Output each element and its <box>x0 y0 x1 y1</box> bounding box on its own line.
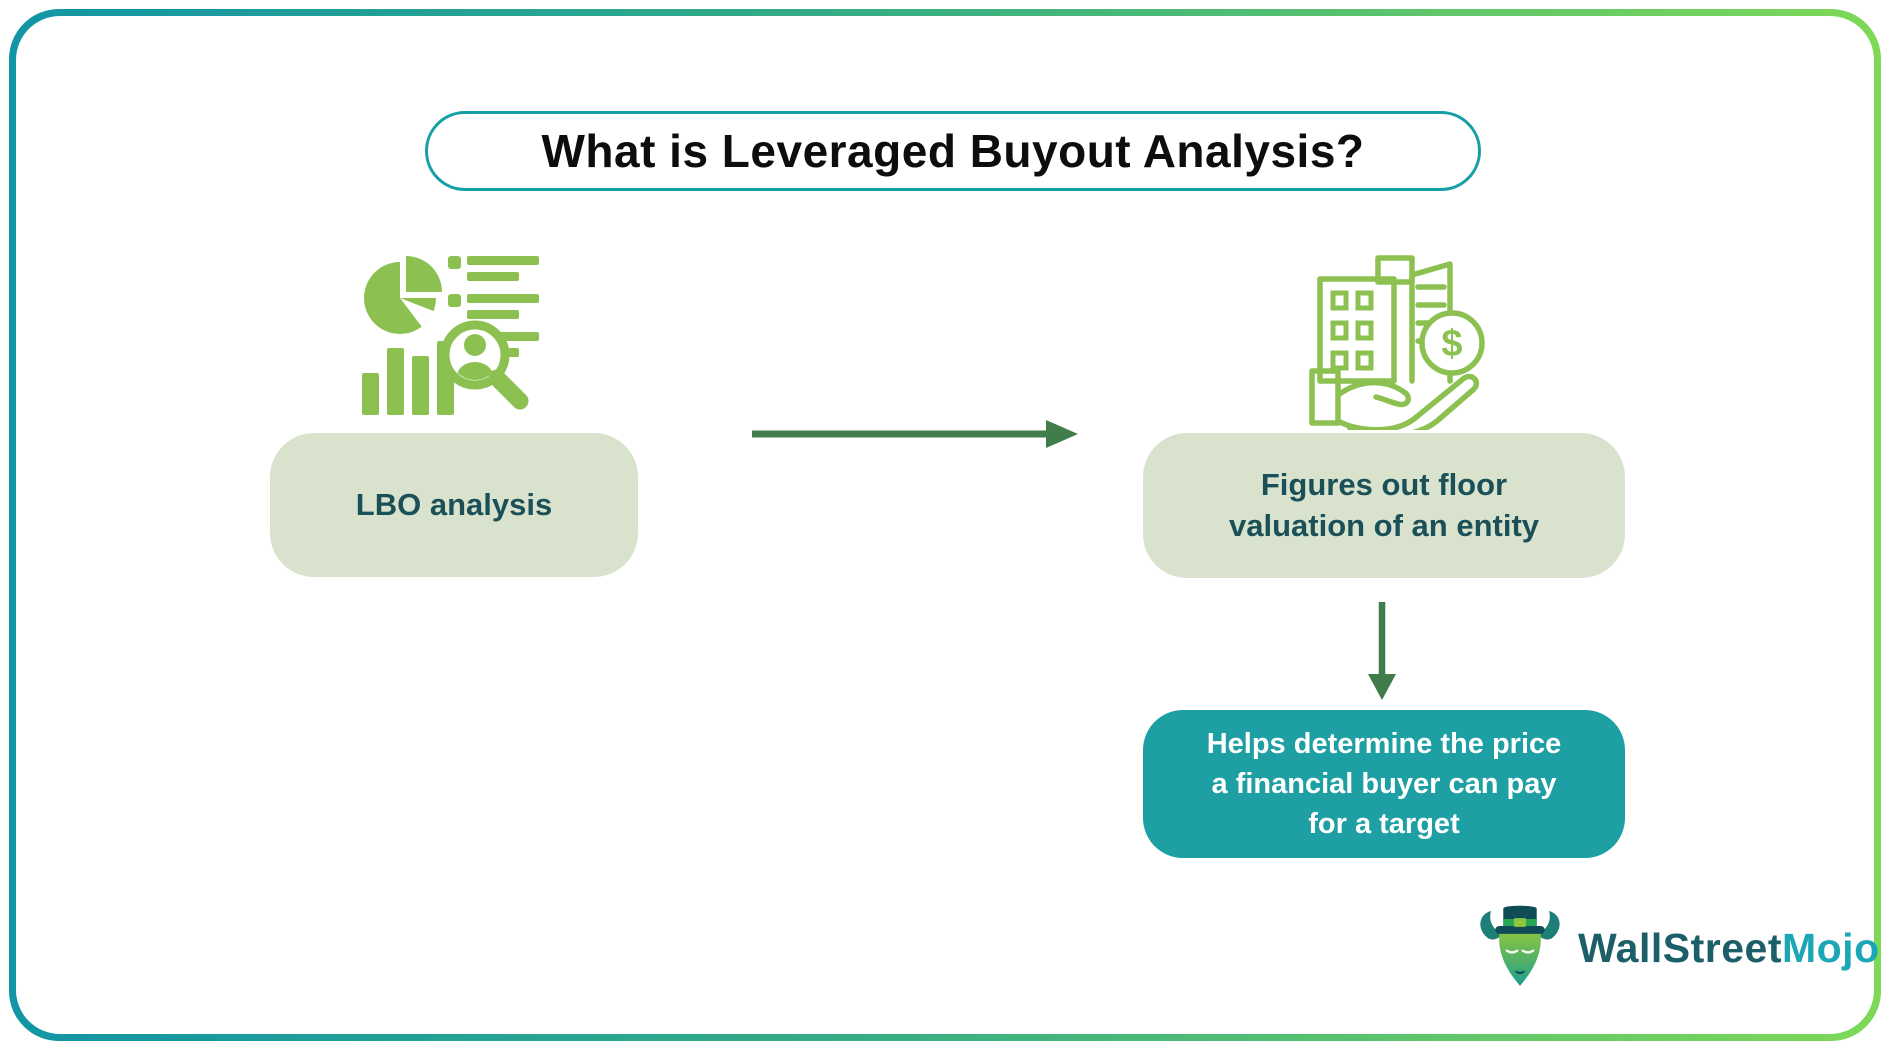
figures-label-line1: Figures out floor <box>1260 466 1508 502</box>
page-title: What is Leveraged Buyout Analysis? <box>541 125 1365 177</box>
down-arrow <box>1368 602 1396 700</box>
right-arrow <box>752 420 1078 448</box>
figures-label-line2: valuation of an entity <box>1228 507 1540 543</box>
bull-mascot-icon <box>1480 905 1560 986</box>
building-dollar-hand-icon: $ <box>1309 255 1485 439</box>
logo-text: WallStreetMojo <box>1578 925 1880 972</box>
title-pill: What is Leveraged Buyout Analysis? <box>425 111 1481 191</box>
logo-mojo: Mojo <box>1781 924 1880 971</box>
figures-box: Figures out floor valuation of an entity <box>1143 433 1625 578</box>
pie-bar-magnifier-icon <box>362 256 539 415</box>
lbo-analysis-box: LBO analysis <box>270 433 638 577</box>
logo-wallstreet: WallStreet <box>1578 924 1782 971</box>
dollar-sign-glyph: $ <box>1441 323 1462 365</box>
valuation-icon: $ <box>1300 245 1495 439</box>
wallstreetmojo-logo: WallStreetMojo <box>1476 901 1880 995</box>
helps-label-line2: a financial buyer can pay <box>1211 767 1557 800</box>
helps-label-line3: for a target <box>1308 808 1460 840</box>
analysis-icon <box>360 238 552 423</box>
helps-box: Helps determine the price a financial bu… <box>1143 710 1625 858</box>
lbo-analysis-label: LBO analysis <box>355 486 553 522</box>
helps-label-line1: Helps determine the price <box>1206 727 1562 760</box>
